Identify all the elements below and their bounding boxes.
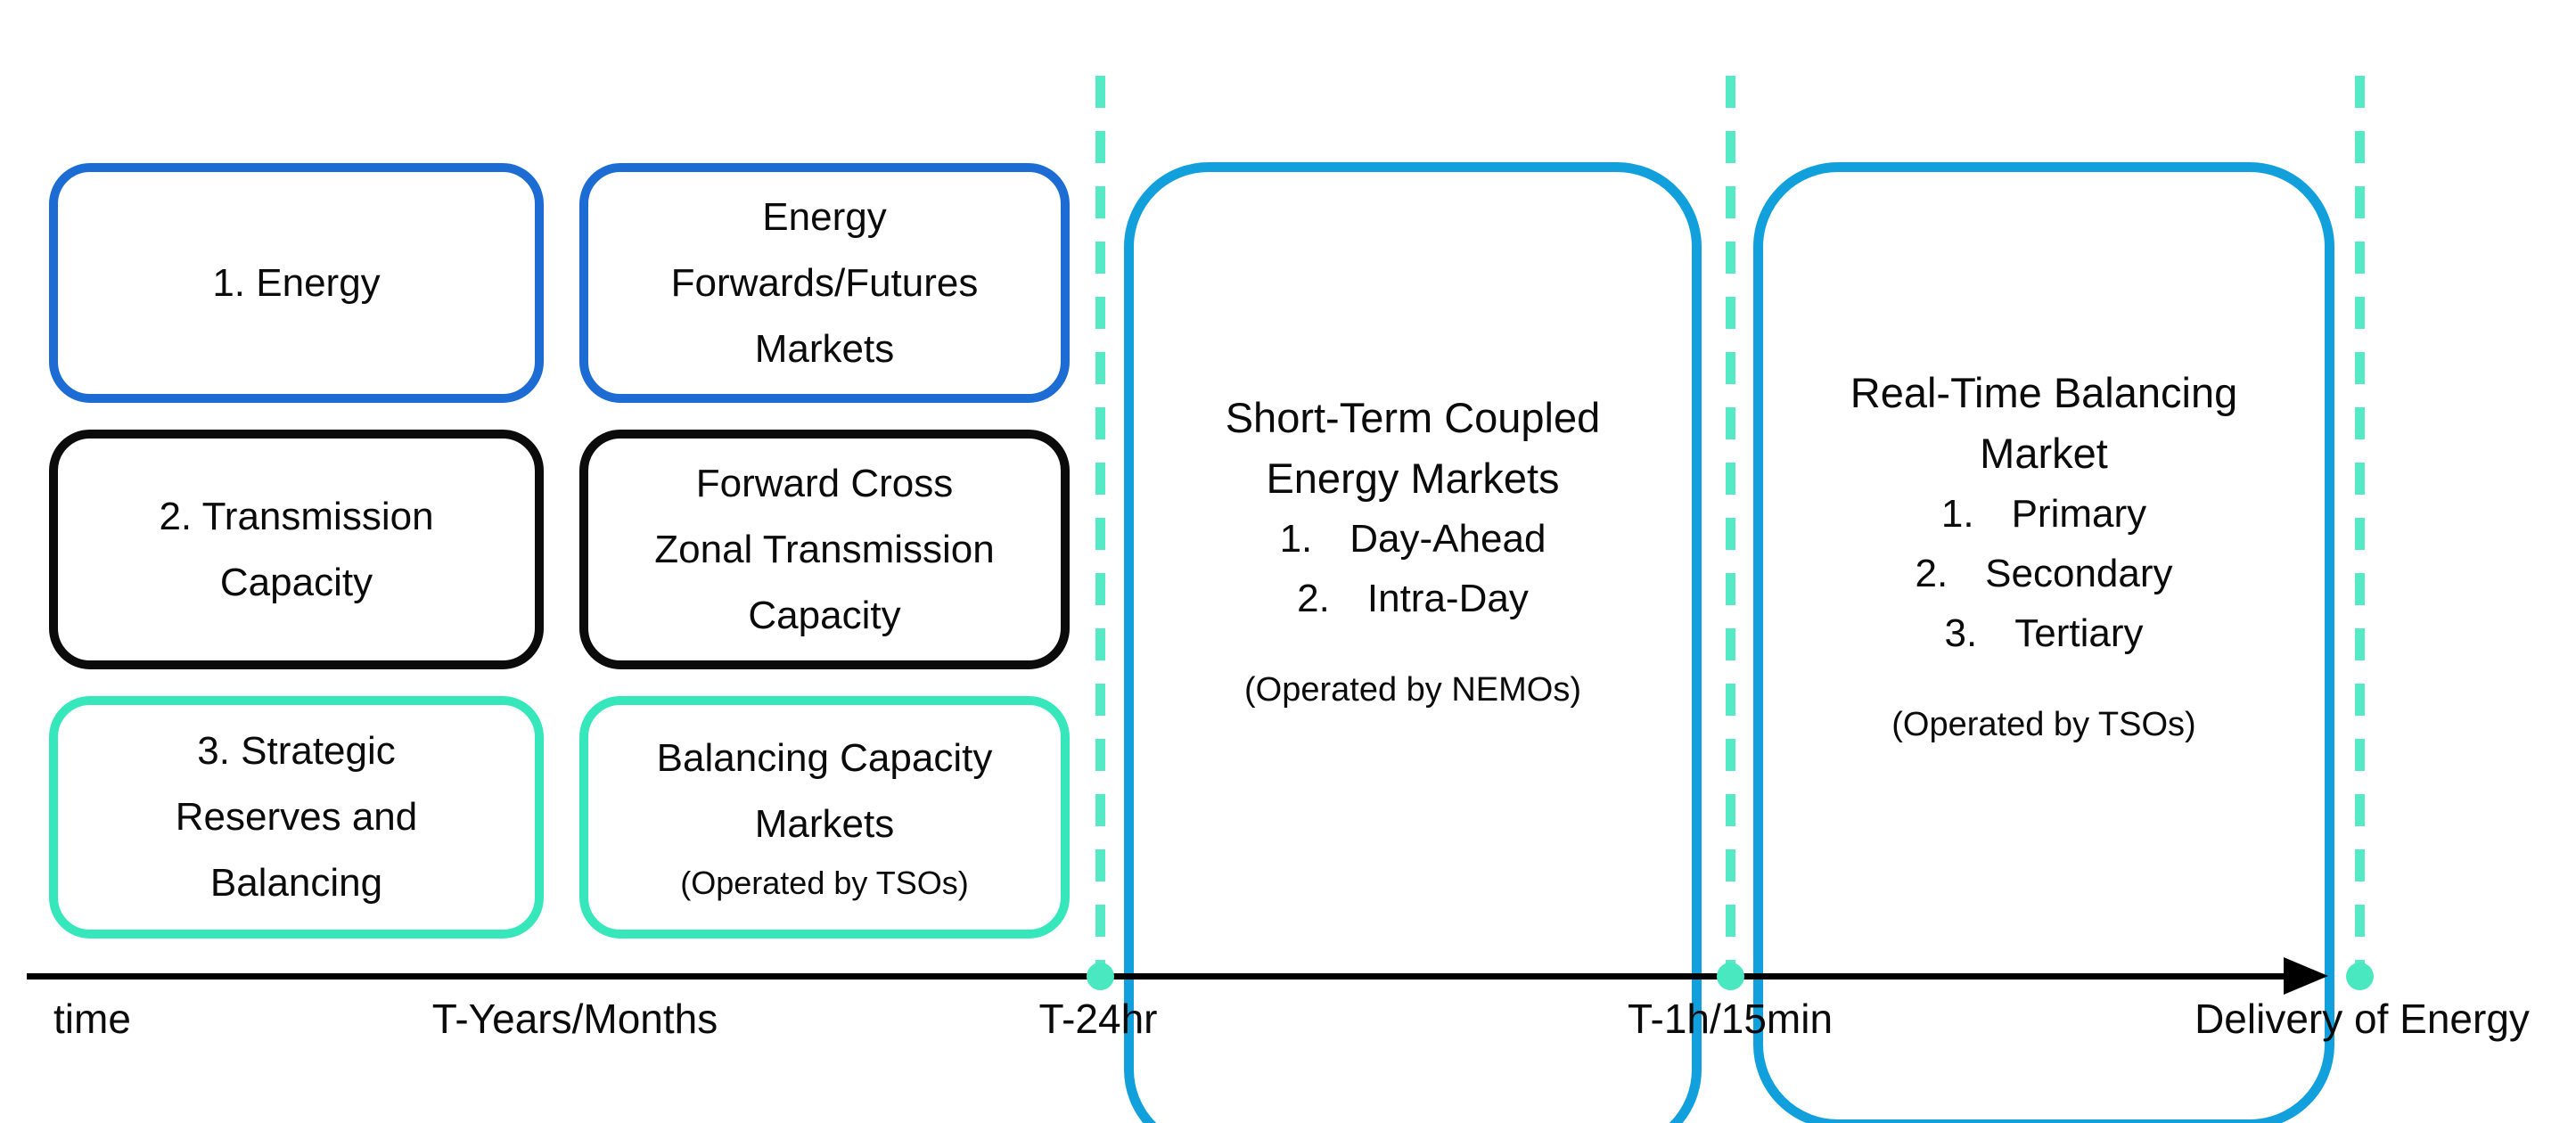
timeline-dot-delivery xyxy=(2346,963,2374,990)
box-energy-forwards-line: Markets xyxy=(754,326,895,371)
timeline-dot-t-24hr xyxy=(1087,963,1114,990)
axis-label-time: time xyxy=(53,996,131,1042)
short-term-title-line: Short-Term Coupled xyxy=(1225,394,1601,441)
real-time-title-line: Market xyxy=(1980,430,2108,477)
list-item-label: Day-Ahead xyxy=(1350,517,1546,561)
box-forward-cross-zonal-line: Forward Cross xyxy=(695,461,954,505)
real-time-title-line: Real-Time Balancing xyxy=(1850,369,2238,416)
list-item-number: 2. xyxy=(1915,552,1948,595)
list-item-number: 3. xyxy=(1944,611,1978,655)
list-item-label: Tertiary xyxy=(2014,611,2144,655)
box-strategic-reserves: 3. Strategic Reserves and Balancing xyxy=(49,696,544,939)
box-real-time-balancing-market: Real-Time Balancing Market 1. Primary 2.… xyxy=(1753,162,2334,1123)
list-item-number: 1. xyxy=(1940,492,1974,536)
box-energy-forwards-line: Energy xyxy=(762,194,887,239)
list-item-number: 2. xyxy=(1297,577,1330,620)
short-term-list-item: 2. Intra-Day xyxy=(1297,569,1529,628)
box-balancing-capacity-note: (Operated by TSOs) xyxy=(680,865,969,901)
box-forward-cross-zonal-line: Capacity xyxy=(748,593,901,637)
box-balancing-capacity-line: Balancing Capacity xyxy=(656,736,993,780)
box-transmission-capacity: 2. Transmission Capacity xyxy=(49,430,544,669)
list-item-number: 1. xyxy=(1279,517,1313,561)
real-time-operator-note: (Operated by TSOs) xyxy=(1891,706,2196,743)
list-item-label: Primary xyxy=(2011,492,2147,536)
dashed-line-delivery xyxy=(2355,76,2365,967)
box-transmission-capacity-line: Capacity xyxy=(219,560,373,604)
timeline-axis xyxy=(27,973,2293,980)
real-time-list-item: 2. Secondary xyxy=(1915,544,2172,603)
list-item-label: Secondary xyxy=(1985,552,2173,595)
timeline-dot-t-1h-15min xyxy=(1717,963,1744,990)
real-time-list-item: 1. Primary xyxy=(1941,484,2146,544)
box-strategic-reserves-line: Reserves and xyxy=(175,795,418,839)
box-balancing-capacity-markets: Balancing Capacity Markets (Operated by … xyxy=(579,696,1070,939)
box-energy-forwards-futures: Energy Forwards/Futures Markets xyxy=(579,163,1070,403)
box-transmission-capacity-line: 2. Transmission xyxy=(159,494,434,538)
dashed-line-t-24hr xyxy=(1095,76,1105,967)
box-energy-label: 1. Energy xyxy=(212,260,381,305)
box-strategic-reserves-line: Balancing xyxy=(209,861,383,905)
short-term-operator-note: (Operated by NEMOs) xyxy=(1244,671,1581,709)
axis-label-delivery-of-energy: Delivery of Energy xyxy=(2195,996,2530,1042)
axis-label-t-1h-15min: T-1h/15min xyxy=(1627,996,1834,1042)
box-short-term-coupled-energy-markets: Short-Term Coupled Energy Markets 1. Day… xyxy=(1124,162,1702,1123)
box-energy: 1. Energy xyxy=(49,163,544,403)
axis-label-t-years-months: T-Years/Months xyxy=(431,996,718,1042)
box-forward-cross-zonal-line: Zonal Transmission xyxy=(654,527,995,571)
box-forward-cross-zonal: Forward Cross Zonal Transmission Capacit… xyxy=(579,430,1070,669)
list-item-label: Intra-Day xyxy=(1366,577,1529,620)
short-term-list-item: 1. Day-Ahead xyxy=(1280,509,1546,569)
box-balancing-capacity-line: Markets xyxy=(754,802,895,846)
axis-label-t-24hr: T-24hr xyxy=(1038,996,1158,1042)
dashed-line-t-1h-15min xyxy=(1726,76,1735,967)
arrowhead-icon xyxy=(2284,957,2328,995)
box-strategic-reserves-line: 3. Strategic xyxy=(197,729,396,773)
box-energy-forwards-line: Forwards/Futures xyxy=(670,260,979,305)
short-term-title-line: Energy Markets xyxy=(1266,455,1560,502)
real-time-list-item: 3. Tertiary xyxy=(1945,603,2144,663)
